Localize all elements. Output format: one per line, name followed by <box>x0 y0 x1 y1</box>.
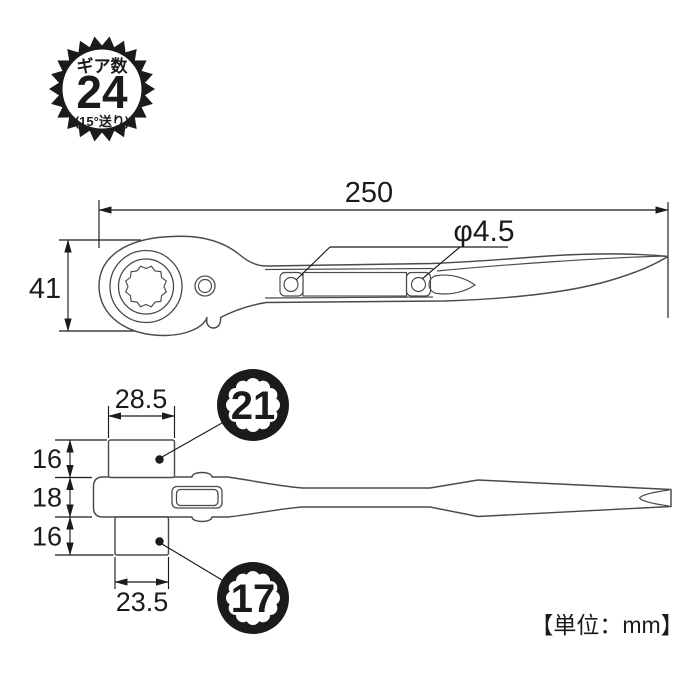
socket-badge-12pt-face <box>226 571 280 625</box>
blade-top-edge-line <box>436 255 666 272</box>
hole-diameter-label: φ4.5 <box>453 215 514 248</box>
handle-recess-bottom-line <box>264 296 434 299</box>
dim-text-height: 41 <box>29 273 61 305</box>
socket-size-badge-21: 21 <box>155 369 289 464</box>
badge-17-leader <box>161 543 223 581</box>
badge-21-anchor-dot <box>155 455 164 464</box>
ratchet-head-inner-ring <box>117 258 175 315</box>
pawl-pin-inner <box>197 278 213 294</box>
badge-21-leader <box>161 422 223 458</box>
selector-lever-inner <box>175 488 219 507</box>
selector-lever-outer <box>171 485 223 509</box>
top-socket-size-value: 21 <box>231 384 276 428</box>
gear-count-label: ギア数 <box>77 56 129 76</box>
dim-text-body-height: 18 <box>32 483 62 513</box>
blade-tip-bevel <box>638 489 670 507</box>
blade-slot <box>428 274 477 295</box>
hanger-hole-right <box>410 276 427 293</box>
dim-text-bottom-socket-width: 23.5 <box>116 587 169 617</box>
hanger-hole-left <box>283 276 299 293</box>
top-view-drawing: 250 41 φ4.5 <box>29 177 669 337</box>
dim-text-length: 250 <box>345 177 393 209</box>
dim-text-top-socket-height: 16 <box>32 444 62 474</box>
top-socket-boss <box>107 439 176 479</box>
handle-recess-top-line <box>264 267 434 271</box>
bottom-socket-size-value: 17 <box>231 577 276 621</box>
socket-badge-12pt-face <box>226 378 280 432</box>
side-view-drawing: 28.5 16 18 16 23.5 21 17 <box>32 369 672 634</box>
gear-badge-face <box>62 49 142 129</box>
gear-count-value: 24 <box>76 66 128 118</box>
rivet-plate-left <box>279 271 304 297</box>
unit-note: 【単位：mm】 <box>530 612 683 638</box>
wrench-side-silhouette <box>92 471 672 523</box>
badge-17-anchor-dot <box>155 537 164 546</box>
rivet-plate-right <box>405 271 432 297</box>
hole-callout-leader-left <box>295 246 331 281</box>
socket-size-badge-17: 17 <box>155 537 289 634</box>
ratchet-head-outer-ring <box>109 249 183 324</box>
gear-feed-note: (15°送り) <box>75 114 129 129</box>
dim-text-top-socket-width: 28.5 <box>115 384 168 414</box>
socket-opening-12pt <box>125 265 167 308</box>
bottom-socket-boss <box>114 516 170 556</box>
gear-count-badge: ギア数 24 (15°送り) <box>49 36 155 142</box>
wrench-top-silhouette <box>98 235 669 337</box>
dim-text-bottom-socket-height: 16 <box>32 522 62 552</box>
hole-callout-leader-right <box>421 246 461 280</box>
pawl-pin-outer <box>194 275 216 297</box>
